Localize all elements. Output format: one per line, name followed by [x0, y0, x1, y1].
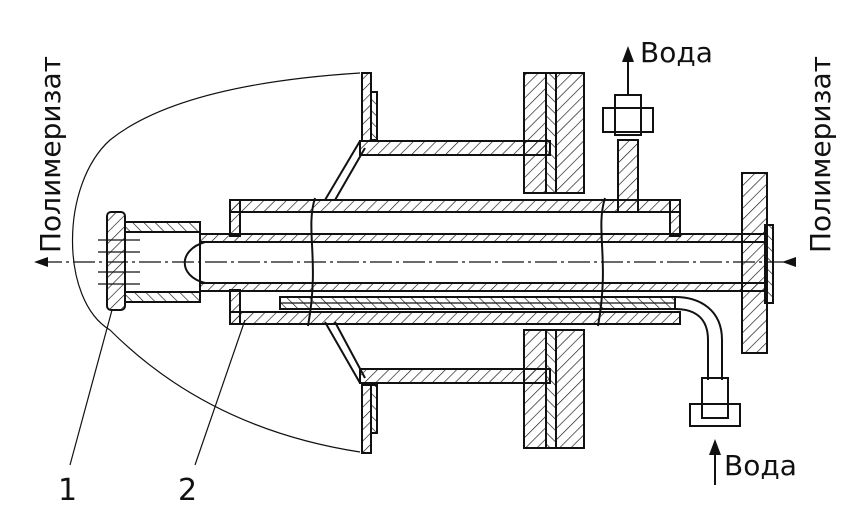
- main-flange-top-right: [555, 72, 585, 194]
- bottom-fitting-hex: [701, 377, 729, 419]
- water-bottom-label: Вода: [724, 449, 797, 482]
- break-line-left: [307, 197, 316, 327]
- right-flow-arrow: [782, 257, 796, 267]
- housing-left-end-bottom: [229, 289, 241, 325]
- nozzle-holes: [98, 239, 140, 285]
- housing-right-end-top: [669, 199, 681, 237]
- cone-flange-top: [361, 72, 372, 142]
- end-flange-cap: [764, 224, 774, 304]
- main-flange-top: [523, 72, 547, 194]
- housing-left-end-top: [229, 199, 241, 237]
- top-fitting-pipe: [617, 139, 639, 213]
- housing-top: [229, 199, 681, 213]
- top-fitting-hex: [614, 94, 642, 136]
- callout-2-label: 2: [178, 473, 197, 508]
- jacket-tube-top: [359, 140, 551, 156]
- right-flow-label: Полимеризат: [804, 56, 837, 253]
- inner-tube-left-end: [183, 241, 206, 284]
- main-flange-bottom-right: [555, 329, 585, 449]
- callout-2-leader: [194, 319, 246, 466]
- cone-rim-bottom: [370, 384, 378, 434]
- callout-1-label: 1: [58, 473, 77, 508]
- inner-tube-bottom: [199, 282, 766, 292]
- inner-tube-top: [199, 233, 766, 243]
- nozzle-cap-body-bottom: [124, 291, 201, 303]
- housing-bottom: [229, 311, 681, 325]
- cone-wall-top: [324, 140, 366, 201]
- cone-flange-bottom: [361, 384, 372, 454]
- top-fitting-nut: [602, 107, 654, 133]
- nozzle-cap-body-top: [124, 221, 201, 233]
- callout-1-leader: [69, 309, 113, 466]
- main-flange-bottom: [523, 329, 547, 449]
- left-flow-arrow: [34, 257, 48, 267]
- nozzle-cap: [106, 211, 126, 311]
- jacket-tube-bottom: [359, 368, 551, 384]
- polymer-cavity-outline: [71, 72, 361, 453]
- bottom-fitting-nut: [689, 403, 741, 427]
- left-flow-label: Полимеризат: [34, 56, 67, 253]
- main-flange-top-inner: [545, 72, 557, 194]
- break-line-right: [597, 197, 606, 327]
- water-top-label: Вода: [640, 36, 713, 69]
- end-flange: [741, 172, 768, 354]
- cone-rim-top: [370, 91, 378, 141]
- main-flange-bottom-inner: [545, 329, 557, 449]
- bottom-fitting-pipe: [674, 296, 723, 380]
